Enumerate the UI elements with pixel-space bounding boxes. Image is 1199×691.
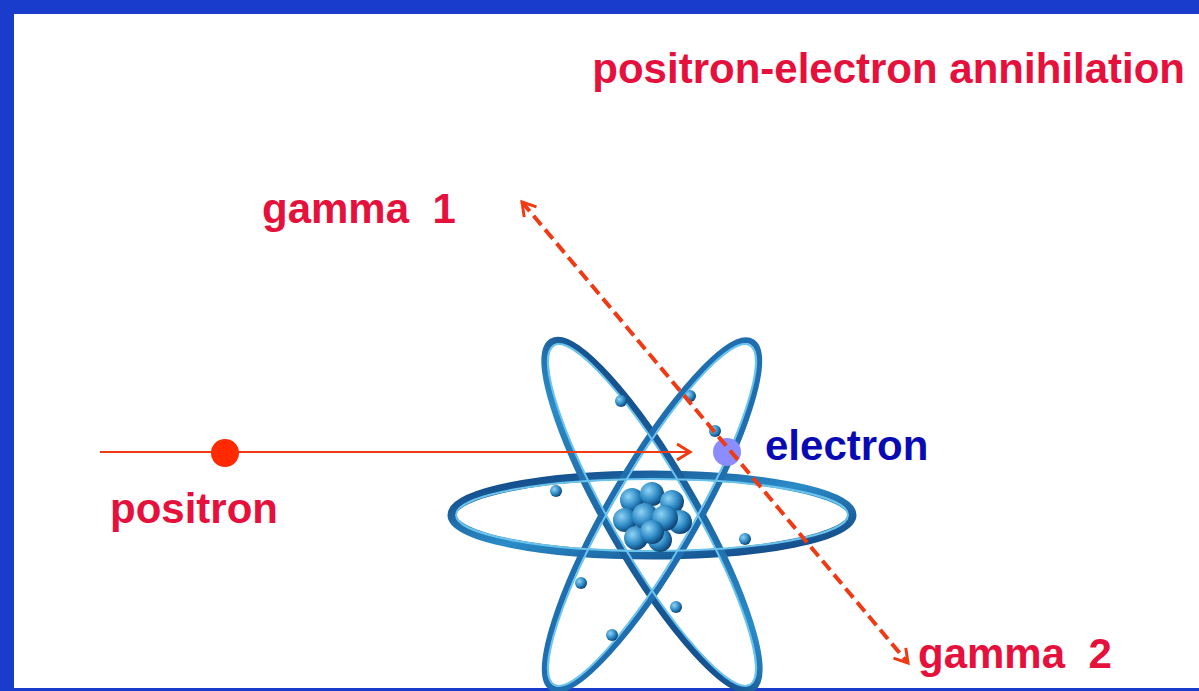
atom (452, 320, 852, 691)
slide-panel (14, 14, 1199, 688)
nucleus (613, 482, 692, 552)
electron-dot (713, 438, 741, 466)
positron-dot (211, 439, 239, 467)
positron-path (100, 451, 690, 453)
particle-label: electron (765, 423, 928, 469)
photon-label: gamma 2 (918, 631, 1112, 677)
particle-label: positron (110, 486, 278, 532)
photon-label: gamma 1 (262, 186, 456, 232)
orbit-electrons (550, 390, 751, 641)
diagram-title: positron-electron annihilation (592, 46, 1185, 92)
